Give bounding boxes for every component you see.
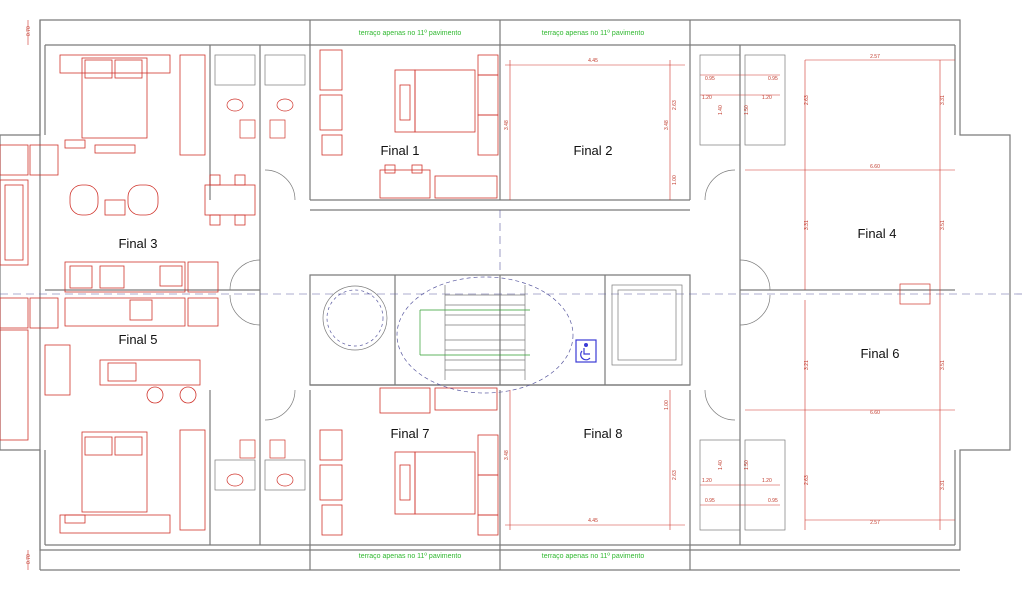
- unit-label-final-8: Final 8: [583, 426, 622, 441]
- unit-label-final-1: Final 1: [380, 143, 419, 158]
- bathroom-fixtures: [214, 54, 931, 531]
- dim-final8-small2: 2.63: [672, 470, 678, 480]
- stair-core: [322, 276, 683, 394]
- dim-final8-height: 3.48: [504, 450, 510, 460]
- terrace-note-top-right: terraço apenas no 11º pavimento: [542, 30, 645, 37]
- dim-final2-height: 3.48: [504, 120, 510, 130]
- dim-final4-left: 3.31: [804, 220, 810, 230]
- accessibility-icon: [575, 339, 597, 363]
- axis-lines: [0, 210, 1024, 295]
- dim-bath-c-bottom: 1.40: [718, 460, 724, 470]
- living-furniture-left: [0, 144, 256, 441]
- dim-bottom-offset: 0.70: [26, 554, 32, 564]
- unit-label-final-6: Final 6: [860, 346, 899, 361]
- dim-final6-height: 2.63: [804, 475, 810, 485]
- dim-final4-width: 2.57: [870, 54, 880, 60]
- dim-bath-a-bottom-right: 0.95: [768, 498, 778, 504]
- unit-label-final-5: Final 5: [118, 332, 157, 347]
- dim-bath-b-top-right: 1.20: [762, 95, 772, 101]
- dim-final8-small: 1.00: [664, 400, 670, 410]
- dim-final2-small2: 2.63: [672, 100, 678, 110]
- dim-bath-a-top: 0.95: [705, 76, 715, 82]
- dim-bath-a-bottom: 0.95: [705, 498, 715, 504]
- dim-final6-width: 2.57: [870, 520, 880, 526]
- dimension-lines: [27, 20, 955, 570]
- dim-bath-d-top: 1.50: [744, 105, 750, 115]
- dim-bath-c-top: 1.40: [718, 105, 724, 115]
- dim-final4-side: 3.31: [940, 95, 946, 105]
- door-swings: [229, 169, 771, 421]
- dim-final4-span: 6.60: [870, 164, 880, 170]
- dim-final6-left: 3.21: [804, 360, 810, 370]
- dim-bath-d-bottom: 1.50: [744, 460, 750, 470]
- dim-final2-side: 3.48: [664, 120, 670, 130]
- dim-final4-height: 2.63: [804, 95, 810, 105]
- terrace-note-bottom-left: terraço apenas no 11º pavimento: [359, 553, 462, 560]
- dim-final2-width: 4.45: [588, 58, 598, 64]
- unit-label-final-3: Final 3: [118, 236, 157, 251]
- dim-bath-a-top-right: 0.95: [768, 76, 778, 82]
- terrace-note-top-left: terraço apenas no 11º pavimento: [359, 30, 462, 37]
- bedroom-furniture: [59, 49, 499, 536]
- outer-walls: [0, 19, 1011, 571]
- dim-bath-b-bottom-right: 1.20: [762, 478, 772, 484]
- unit-label-final-2: Final 2: [573, 143, 612, 158]
- unit-label-final-4: Final 4: [857, 226, 896, 241]
- dim-bath-b-top: 1.20: [702, 95, 712, 101]
- dim-top-offset: 0.70: [26, 26, 32, 36]
- dim-final6-span: 6.60: [870, 410, 880, 416]
- unit-label-final-7: Final 7: [390, 426, 429, 441]
- dim-final4-right: 3.51: [940, 220, 946, 230]
- dim-bath-b-bottom: 1.20: [702, 478, 712, 484]
- dim-final8-width: 4.45: [588, 518, 598, 524]
- terrace-note-bottom-right: terraço apenas no 11º pavimento: [542, 553, 645, 560]
- dim-final6-side: 3.31: [940, 480, 946, 490]
- dim-final6-right: 3.51: [940, 360, 946, 370]
- dim-final2-small: 1.00: [672, 175, 678, 185]
